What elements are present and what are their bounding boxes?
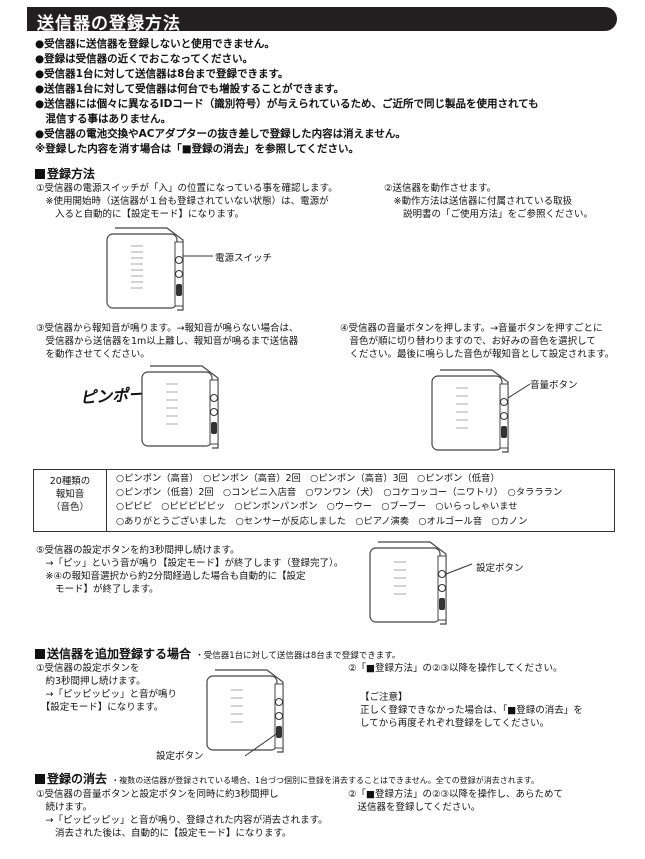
erase-step2-line: 送信器を登録してください。 [348,802,481,813]
sound-line: ○ありがとうございました ○センサーが反応しました ○ピアノ演奏 ○オルゴール音… [116,515,528,527]
power-switch-label: 電源スイッチ [215,253,273,264]
step3-line: を動作させてください。 [36,349,150,360]
receiver-illustration-power [105,226,255,314]
sound-head-line: （音色） [50,502,89,513]
sound-list-header: 20種類の報知音 （音色） [34,470,107,531]
step1-line: ①受信器の電源スイッチが「入」の位置になっている事を確認します。 [36,183,338,194]
sound-line: ○ピピピ ○ピピピピピッ ○ピンポンパンポン ○ウーウー ○ブーブー ○いらっし… [116,501,518,513]
add-step1-line: 【設定モード】になります。 [36,702,164,713]
step4-line: 音色が順に切り替わりますので、お好みの音色を選択して [340,336,596,347]
bullet-line: ●受信器に送信器を登録しないと使用できません。 [35,38,275,50]
erase-step1-line: ①受信器の音量ボタンと設定ボタンを同時に約3秒間押し [36,789,279,800]
sound-list-table: 20種類の報知音 （音色） ○ピンポン（高音） ○ピンポン（高音）2回 ○ピンポン… [33,469,615,532]
erase-step1-line: 消去された後は、自動的に【設定モード】になります。 [36,828,292,839]
sound-head-line: 20種類の [49,476,91,487]
bullet-line: ●受信器の電池交換やACアダプターの抜き差しで登録した内容は消えません。 [35,128,406,140]
bullet-line: 混信する事はありません。 [35,113,172,125]
add-step2-text: ②「■登録方法」の②③以降を操作してください。 [348,663,563,674]
caution-line: 正しく登録できなかった場合は、「■登録の消去」を [360,705,583,716]
add-step1-text: ①受信器の設定ボタンを 約3秒間押し続けます。 →「ピッピッピッ」と音が鳴り 【… [36,662,206,714]
step5-line: モード】が終了します。 [36,584,159,595]
setting-button-label: 設定ボタン [476,563,524,574]
registration-heading: 登録方法 [35,165,95,182]
sound-list-body: ○ピンポン（高音） ○ピンポン（高音）2回 ○ピンポン（高音）3回 ○ピンポン（… [116,472,611,529]
step3-line: 受信器から送信器を1m以上離し、報知音が鳴るまで送信器 [36,336,299,347]
step4-text: ④受信器の音量ボタンを押します。→音量ボタンを押すごとに 音色が順に切り替わりま… [340,322,640,361]
step1-text: ①受信器の電源スイッチが「入」の位置になっている事を確認します。 ※使用開始時（… [36,182,376,221]
erase-step1-line: →「ピッピッピッ」と音が鳴り、登録された内容が消去されます。 [36,815,328,826]
add-heading-text: 送信器を追加登録する場合 [47,647,192,661]
step5-line: →「ピッ」という音が鳴り【設定モード】が終了します（登録完了）。 [36,558,344,569]
receiver-illustration-add [205,668,295,760]
caution-line: してから再度それぞれ登録をしてください。 [360,718,550,729]
step1-line: ※使用開始時（送信器が１台も登録されていない状態）は、電源が [36,196,329,207]
page-header-bar: 送信器の登録方法 [27,7,617,34]
erase-step2-text: ②「■登録方法」の②③以降を操作し、あらためて 送信器を登録してください。 [348,788,638,814]
square-bullet-icon [35,649,45,659]
sound-line: ○ピンポン（高音） ○ピンポン（高音）2回 ○ピンポン（高音）3回 ○ピンポン（… [116,473,500,484]
add-step1-line: ①受信器の設定ボタンを [36,663,140,674]
add-heading-note: ・受信器1台に対して送信器は8台まで登録できます。 [195,651,401,661]
add-registration-heading: 送信器を追加登録する場合 ・受信器1台に対して送信器は8台まで登録できます。 [35,645,400,662]
intro-bullets: ●受信器に送信器を登録しないと使用できません。 ●登録は受信器の近くでおこなって… [35,37,635,157]
step1-line: 入ると自動的に【設定モード】になります。 [36,209,245,220]
step5-text: ⑤受信器の設定ボタンを約3秒間押し続けます。 →「ピッ」という音が鳴り【設定モー… [36,544,366,596]
square-bullet-icon [35,774,45,784]
erase-step2-line: ②「■登録方法」の②③以降を操作し、あらためて [348,789,564,800]
step5-line: ⑤受信器の設定ボタンを約3秒間押し続けます。 [36,545,240,556]
step2-line: ②送信器を動作させます。 [384,183,497,194]
add-step1-line: 約3秒間押し続けます。 [36,676,146,687]
caution-block: 【ご注意】 正しく登録できなかった場合は、「■登録の消去」を してから再度それぞ… [360,691,640,730]
step2-line: ※動作方法は送信器に付属されている取扱 [384,196,573,207]
step4-line: ④受信器の音量ボタンを押します。→音量ボタンを押すごとに [340,323,603,334]
bullet-line: ●受信器1台に対して送信器は8台まで登録できます。 [35,68,289,80]
registration-heading-text: 登録方法 [47,167,96,181]
step4-line: ください。最後に鳴らした音色が報知音として設定されます。 [340,349,615,360]
step2-line: 説明書の「ご使用方法」をご参照ください。 [384,209,594,220]
add-setting-button-label: 設定ボタン [156,751,204,762]
step5-line: ※④の報知音選択から約2分間経過した場合も自動的に【設定 [36,571,306,582]
caution-title: 【ご注意】 [360,692,408,703]
bullet-line: ●送信器1台に対して受信器は何台でも増設することができます。 [35,83,345,95]
square-bullet-icon [35,169,45,179]
add-step1-line: →「ピッピッピッ」と音が鳴り [36,689,177,700]
receiver-illustration-setting [368,540,478,632]
erase-heading: 登録の消去 ・複数の送信器が登録されている場合、1台づつ個別に登録を消去すること… [35,770,539,787]
step3-line: ③受信器から報知音が鳴ります。→報知音が鳴らない場合は、 [36,323,299,334]
step2-text: ②送信器を動作させます。 ※動作方法は送信器に付属されている取扱 説明書の「ご使… [384,182,634,221]
page-title: 送信器の登録方法 [37,14,181,34]
erase-step1-line: 続けます。 [36,802,93,813]
erase-step1-text: ①受信器の音量ボタンと設定ボタンを同時に約3秒間押し 続けます。 →「ピッピッピ… [36,788,356,840]
erase-heading-text: 登録の消去 [47,772,108,786]
sound-line: ○ピンポン（低音）2回 ○コンビニ入店音 ○ワンワン（犬） ○コケコッコー（ニワ… [116,487,563,499]
sound-head-line: 報知音 [55,489,85,500]
erase-heading-note: ・複数の送信器が登録されている場合、1台づつ個別に登録を消去することはできません… [111,776,540,785]
bullet-line: ※登録した内容を消す場合は「■登録の消去」を参照してください。 [35,143,359,155]
volume-button-label: 音量ボタン [530,380,578,391]
receiver-illustration-chime [140,364,230,454]
bullet-line: ●送信器には個々に異なるIDコード（識別符号）が与えられているため、ご近所で同じ… [35,98,539,110]
bullet-line: ●登録は受信器の近くでおこなってください。 [35,53,254,65]
step3-text: ③受信器から報知音が鳴ります。→報知音が鳴らない場合は、 受信器から送信器を1m… [36,322,336,361]
receiver-illustration-volume [430,368,540,458]
